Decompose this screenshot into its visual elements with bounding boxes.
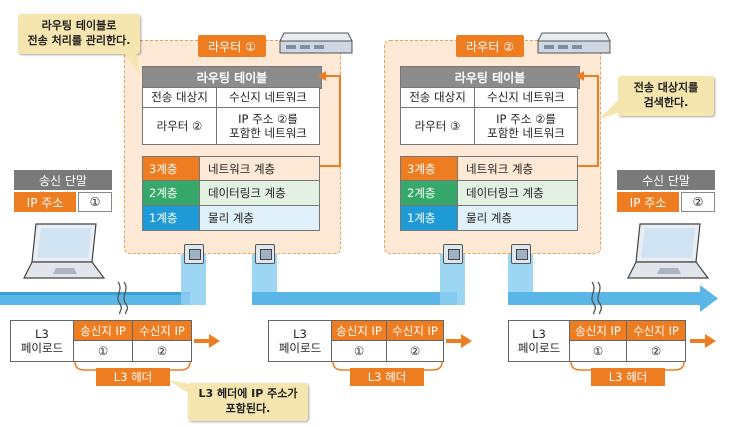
packet2-src-label: 송신지 IP <box>331 320 387 341</box>
callout-search-dest: 전송 대상지를 검색한다. <box>618 76 714 116</box>
packet3-src-num: ① <box>569 340 627 362</box>
packet1-src-label: 송신지 IP <box>73 320 133 341</box>
callout-search-dest-pointer <box>598 98 620 120</box>
packet3-header-label: L3 헤더 <box>591 368 665 386</box>
router1-row-net: IP 주소 ②를 포함한 네트워크 <box>216 107 320 145</box>
router1-device-icon <box>279 32 353 54</box>
router2-col-dest: 전송 대상지 <box>400 87 475 108</box>
router1-layer1-num: 1계층 <box>142 205 200 231</box>
packet2-dst-label: 수신지 IP <box>386 320 444 341</box>
router1-port-left <box>184 244 204 264</box>
sender-ip-num: ① <box>78 192 112 212</box>
receiver-ip-label: IP 주소 <box>617 192 679 212</box>
cable-break-right <box>591 281 603 315</box>
callout-l3-header-ip-text: L3 헤더에 IP 주소가 포함된다. <box>198 387 298 415</box>
packet3-payload: L3 페이로드 <box>508 320 570 362</box>
callout-routing-manage-text: 라우팅 테이블로 전송 처리를 관리한다. <box>27 19 131 47</box>
callout-search-dest-text: 전송 대상지를 검색한다. <box>633 81 699 109</box>
packet1-direction-arrow <box>194 334 220 348</box>
router1-port-right <box>255 244 275 264</box>
router1-layer3-name: 네트워크 계층 <box>199 156 320 181</box>
router1-lookup-arrow <box>318 71 341 167</box>
packet1-header-label: L3 헤더 <box>96 368 170 386</box>
packet2-src-num: ① <box>331 340 387 362</box>
router1-table-title: 라우팅 테이블 <box>142 66 322 89</box>
router2-layer3-num: 3계층 <box>400 156 458 181</box>
packet3-direction-arrow <box>690 334 716 348</box>
router1-col-dest: 전송 대상지 <box>142 87 217 108</box>
router2-layer1-name: 물리 계층 <box>457 205 578 231</box>
cable-break-left <box>117 281 129 315</box>
receiver-laptop-icon <box>627 223 710 279</box>
callout-routing-manage-pointer <box>122 50 140 76</box>
router2-layer2-num: 2계층 <box>400 180 458 206</box>
router2-row-dest: 라우터 ③ <box>400 107 475 145</box>
receiver-ip-num: ② <box>681 192 715 212</box>
sender-ip-label: IP 주소 <box>14 192 76 212</box>
packet2-header-label: L3 헤더 <box>350 368 424 386</box>
callout-l3-header-ip: L3 헤더에 IP 주소가 포함된다. <box>188 383 308 421</box>
router2-layer3-name: 네트워크 계층 <box>457 156 578 181</box>
packet3-src-label: 송신지 IP <box>569 320 627 341</box>
router1-layer1-name: 물리 계층 <box>199 205 320 231</box>
router2-col-net: 수신지 네트워크 <box>474 87 578 108</box>
router2-table-title: 라우팅 테이블 <box>400 66 580 89</box>
packet2-payload: L3 페이로드 <box>268 320 332 362</box>
router2-layer1-num: 1계층 <box>400 205 458 231</box>
packet1-dst-num: ② <box>132 340 192 362</box>
router1-row-dest: 라우터 ② <box>142 107 217 145</box>
router2-port-left <box>443 244 463 264</box>
packet1-dst-label: 수신지 IP <box>132 320 192 341</box>
packet2-direction-arrow <box>446 334 472 348</box>
router2-lookup-arrow <box>576 71 599 167</box>
router2-layer2-name: 데이터링크 계층 <box>457 180 578 206</box>
callout-l3-header-ip-pointer <box>168 380 190 394</box>
router1-layer2-num: 2계층 <box>142 180 200 206</box>
router1-layer2-name: 데이터링크 계층 <box>199 180 320 206</box>
callout-routing-manage: 라우팅 테이블로 전송 처리를 관리한다. <box>18 14 140 54</box>
router2-device-icon <box>537 32 611 54</box>
packet2-dst-num: ② <box>386 340 444 362</box>
router1-col-net: 수신지 네트워크 <box>216 87 320 108</box>
receiver-title: 수신 단말 <box>617 170 715 190</box>
sender-laptop-icon <box>23 223 106 279</box>
packet3-dst-num: ② <box>626 340 686 362</box>
router2-port-right <box>511 244 531 264</box>
packet1-src-num: ① <box>73 340 133 362</box>
sender-title: 송신 단말 <box>14 170 112 190</box>
router1-label: 라우터 ① <box>198 35 266 57</box>
packet1-payload: L3 페이로드 <box>10 320 74 362</box>
router2-row-net: IP 주소 ②를 포함한 네트워크 <box>474 107 578 145</box>
packet3-dst-label: 수신지 IP <box>626 320 686 341</box>
router2-label: 라우터 ② <box>456 35 524 57</box>
router1-layer3-num: 3계층 <box>142 156 200 181</box>
